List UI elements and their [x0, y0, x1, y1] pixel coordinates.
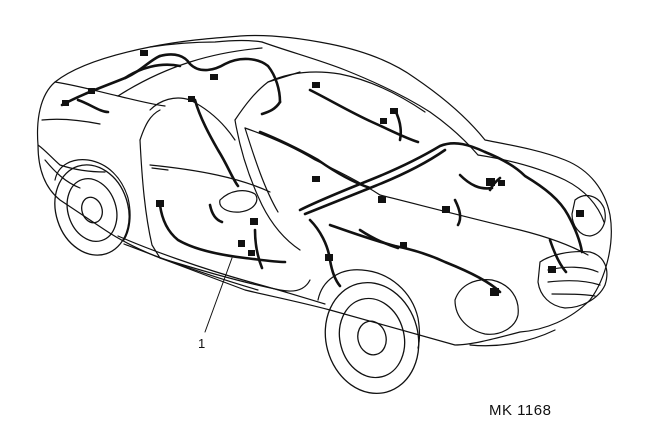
wiring-harness — [60, 53, 584, 294]
connector — [312, 176, 320, 182]
connector — [380, 118, 387, 124]
reference-code-label: MK 1168 — [489, 402, 552, 419]
connector — [210, 74, 218, 80]
connector — [400, 242, 407, 248]
rear-wheel — [54, 164, 130, 256]
connector — [378, 196, 386, 203]
connector — [62, 100, 69, 106]
callout-leader-line — [204, 257, 233, 333]
callout-number-label: 1 — [198, 336, 206, 351]
connector — [88, 88, 95, 94]
connector — [490, 288, 499, 296]
connector — [188, 96, 195, 102]
connector — [576, 210, 584, 217]
connector — [140, 50, 148, 56]
connector — [390, 108, 398, 114]
connector — [442, 206, 450, 213]
harness-connectors — [62, 50, 584, 296]
connector — [498, 180, 505, 186]
connector — [156, 200, 164, 207]
connector — [250, 218, 258, 225]
front-wheel — [324, 281, 420, 395]
connector — [486, 178, 495, 186]
car-body-outline — [36, 34, 612, 349]
connector — [325, 254, 333, 261]
connector — [312, 82, 320, 88]
connector — [248, 250, 255, 256]
connector — [548, 266, 556, 273]
connector — [238, 240, 245, 247]
